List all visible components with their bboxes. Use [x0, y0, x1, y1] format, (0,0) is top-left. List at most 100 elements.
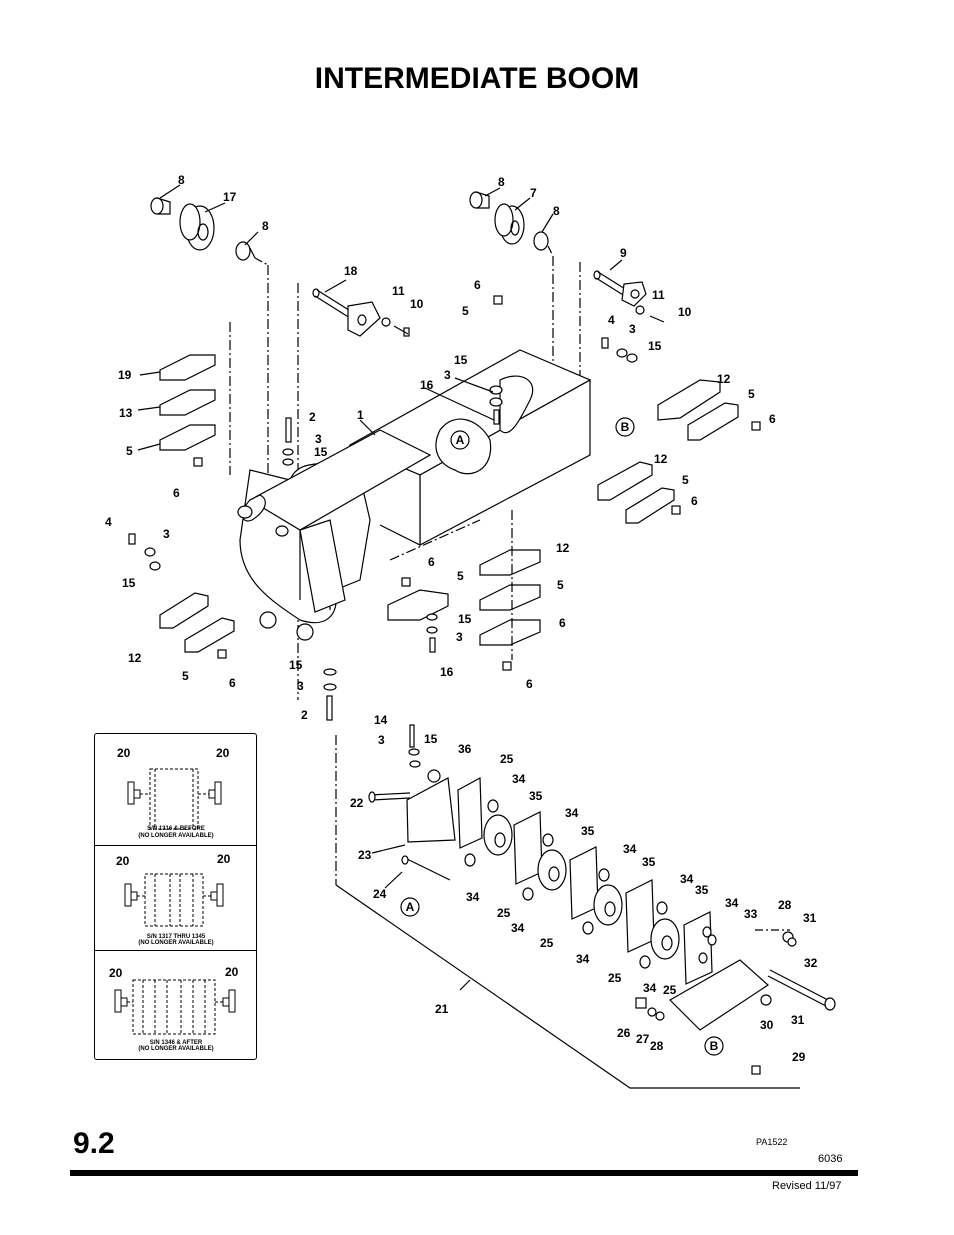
callout: 6	[229, 676, 236, 690]
callout: 5	[748, 387, 755, 401]
callout: 5	[557, 578, 564, 592]
callout: 15	[424, 732, 438, 746]
callout: 10	[410, 297, 424, 311]
callout: 33	[744, 907, 758, 921]
page-title: INTERMEDIATE BOOM	[314, 62, 640, 95]
callout: 3	[163, 527, 170, 541]
callout: 15	[122, 576, 136, 590]
callout: 6	[474, 278, 481, 292]
inset-panel-2-caption: S/N 1317 THRU 1345	[147, 934, 206, 940]
callout: 5	[682, 473, 689, 487]
inset-panel-1-right-label: 20	[216, 746, 230, 760]
sheave-assembly-center	[469, 191, 554, 450]
wear-pad-stack-right-middle	[597, 461, 681, 524]
inset-drawings: 20 20 S/N 1316 & BEFORE (NO LONGER AVAIL…	[109, 746, 239, 1052]
inset-panel-1-left-label: 20	[117, 746, 131, 760]
callout: 35	[581, 824, 595, 838]
callout: 6	[559, 616, 566, 630]
inset-panel-3-left-label: 20	[109, 966, 123, 980]
callout: 4	[105, 515, 112, 529]
callout: 6	[428, 555, 435, 569]
serial-variant-inset: 20 20 S/N 1316 & BEFORE (NO LONGER AVAIL…	[94, 733, 257, 1060]
callout: 34	[466, 890, 480, 904]
revision-date: Revised 11/97	[772, 1180, 842, 1192]
page-number: 9.2	[73, 1127, 115, 1160]
callout: 8	[553, 204, 560, 218]
inset-divider	[95, 950, 256, 951]
footer-rule	[70, 1170, 858, 1176]
callout: 30	[760, 1018, 774, 1032]
callout: 25	[540, 936, 554, 950]
callout: 35	[695, 883, 709, 897]
callout: 25	[608, 971, 622, 985]
callout: 11	[652, 288, 665, 302]
sheave-assembly-lower	[368, 724, 836, 1075]
callout: 19	[118, 368, 132, 382]
callout: 12	[717, 372, 731, 386]
callout: 34	[511, 921, 525, 935]
inset-panel-3-caption: S/N 1346 & AFTER	[150, 1040, 203, 1046]
callout: 34	[565, 806, 579, 820]
detail-marker-b-lower: B	[710, 1039, 719, 1053]
callout: 1	[357, 408, 364, 422]
detail-marker-b-upper: B	[621, 420, 630, 434]
callout: 27	[636, 1032, 650, 1046]
callout: 34	[643, 981, 657, 995]
detail-marker-a-lower: A	[406, 900, 415, 914]
wear-pad-stack-right-upper	[657, 379, 761, 441]
callout: 7	[530, 186, 537, 200]
callout: 10	[678, 305, 692, 319]
callout: 22	[350, 796, 364, 810]
callout: 35	[642, 855, 656, 869]
callout: 3	[378, 733, 385, 747]
callout: 25	[497, 906, 511, 920]
wear-pad-stack-left	[159, 322, 231, 475]
callout: 8	[498, 175, 505, 189]
callout: 6	[691, 494, 698, 508]
inset-panel-3-caption-note: (NO LONGER AVAILABLE)	[138, 1046, 213, 1052]
inset-divider	[95, 845, 256, 846]
callout: 3	[444, 368, 451, 382]
detail-marker-a-upper: A	[456, 433, 465, 447]
callout: 4	[608, 313, 615, 327]
callout: 29	[792, 1050, 806, 1064]
callout: 16	[440, 665, 454, 679]
callout: 31	[791, 1013, 805, 1027]
callout: 2	[309, 410, 316, 424]
callout: 2	[301, 708, 308, 722]
callout: 5	[457, 569, 464, 583]
callout: 5	[182, 669, 189, 683]
callout: 6	[769, 412, 776, 426]
callout: 6	[526, 677, 533, 691]
callout: 15	[458, 612, 472, 626]
callout: 24	[373, 887, 387, 901]
document-number: 6036	[818, 1153, 843, 1165]
callout: 15	[454, 353, 468, 367]
wear-pad-stack-left-lower	[159, 592, 235, 659]
callout: 36	[458, 742, 472, 756]
callout: 3	[629, 322, 636, 336]
callout: 34	[512, 772, 526, 786]
callout: 12	[128, 651, 142, 665]
inset-panel-1-caption: S/N 1316 & BEFORE	[147, 826, 205, 832]
callout: 28	[778, 898, 792, 912]
callout: 34	[576, 952, 590, 966]
callout: 34	[623, 842, 637, 856]
callout: 26	[617, 1026, 631, 1040]
callout: 31	[803, 911, 817, 925]
callout: 13	[119, 406, 133, 420]
figure-id: PA1522	[756, 1137, 788, 1147]
sheave-assembly-left	[150, 197, 269, 545]
callout: 12	[654, 452, 668, 466]
callout: 25	[500, 752, 514, 766]
hardware-bolts	[128, 295, 638, 721]
callout: 9	[620, 246, 627, 260]
inset-panel-2-caption-note: (NO LONGER AVAILABLE)	[138, 940, 213, 946]
callout: 28	[650, 1039, 664, 1053]
callout: 35	[529, 789, 543, 803]
callout: 15	[648, 339, 662, 353]
detail-markers: A B A B	[400, 417, 724, 1056]
inset-panel-3-right-label: 20	[225, 965, 239, 979]
callout: 5	[462, 304, 469, 318]
